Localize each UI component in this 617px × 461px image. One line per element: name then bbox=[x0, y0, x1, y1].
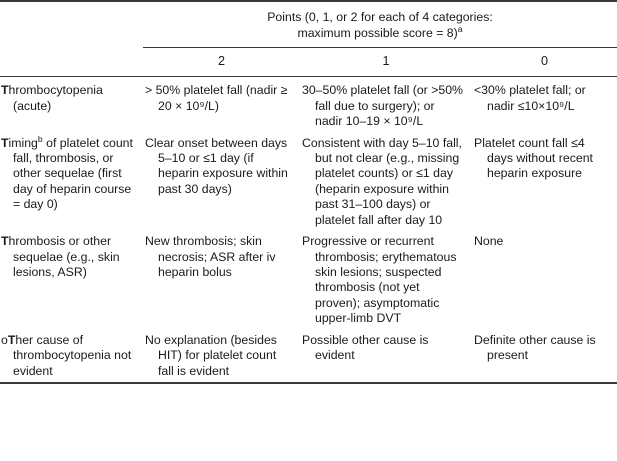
cell-points-2: New thrombosis; skin necrosis; ASR after… bbox=[145, 234, 276, 279]
cell-points-2: No explanation (besides HIT) for platele… bbox=[145, 332, 277, 378]
category-prefix: o bbox=[1, 332, 8, 347]
category-continuation: thrombocytopenia not evident bbox=[13, 348, 132, 378]
category-continuation: of platelet count fall, thrombosis, or o… bbox=[13, 135, 133, 212]
category-initial-letter: T bbox=[1, 83, 9, 98]
cell-points-1: Consistent with day 5–10 fall, but not c… bbox=[302, 135, 462, 227]
column-header-blank bbox=[0, 48, 143, 77]
row-category-timing: Timingb of platelet count fall, thrombos… bbox=[0, 133, 143, 232]
four-ts-scoring-table: Points (0, 1, or 2 for each of 4 categor… bbox=[0, 0, 617, 385]
cell-points-0: Platelet count fall ≤4 days without rece… bbox=[474, 135, 593, 181]
header-blank-cell bbox=[0, 2, 143, 45]
row-category-other-cause: oTher cause of thrombocytopenia not evid… bbox=[0, 330, 143, 383]
table-body: Thrombocytopenia(acute) > 50% platelet f… bbox=[0, 77, 617, 385]
column-header-points-2: 2 bbox=[217, 53, 225, 68]
category-rest: hrombosis or bbox=[8, 234, 80, 249]
cell-points-0: Definite other cause is present bbox=[474, 332, 596, 363]
category-continuation: (acute) bbox=[13, 98, 52, 113]
table-row: oTher cause of thrombocytopenia not evid… bbox=[0, 330, 617, 383]
points-header-line2: maximum possible score = 8)a bbox=[297, 23, 463, 40]
cell-points-0: <30% platelet fall; or nadir ≤10×10⁹/L bbox=[474, 83, 586, 113]
table-row: Thrombosis or other sequelae (e.g., skin… bbox=[0, 231, 617, 330]
points-group-header: Points (0, 1, or 2 for each of 4 categor… bbox=[143, 2, 617, 45]
table-row: Thrombocytopenia(acute) > 50% platelet f… bbox=[0, 77, 617, 132]
rule-bottom bbox=[0, 381, 617, 385]
table-header: Points (0, 1, or 2 for each of 4 categor… bbox=[0, 0, 617, 78]
cell-points-1: 30–50% platelet fall (or >50% fall due t… bbox=[302, 83, 463, 129]
column-header-points-0: 0 bbox=[540, 53, 548, 68]
column-header-row: 2 1 0 bbox=[0, 48, 617, 77]
cell-points-1: Progressive or recurrent thrombosis; ery… bbox=[302, 234, 457, 326]
points-group-rule-row bbox=[0, 45, 617, 48]
category-initial-letter: T bbox=[1, 234, 9, 249]
cell-points-0: None bbox=[474, 234, 504, 249]
table-row: Timingb of platelet count fall, thrombos… bbox=[0, 133, 617, 232]
category-rest: hrombocytopenia bbox=[8, 83, 103, 98]
points-group-rule-cell bbox=[143, 45, 617, 48]
cell-points-1: Possible other cause is evident bbox=[302, 332, 429, 363]
category-initial-letter: T bbox=[7, 332, 16, 347]
category-rest: iming bbox=[8, 135, 38, 150]
points-group-header-row: Points (0, 1, or 2 for each of 4 categor… bbox=[0, 2, 617, 45]
rule-header-body-separator bbox=[0, 76, 617, 78]
row-category-thrombosis: Thrombosis or other sequelae (e.g., skin… bbox=[0, 231, 143, 330]
points-header-line1: Points (0, 1, or 2 for each of 4 categor… bbox=[267, 10, 493, 24]
row-category-thrombocytopenia: Thrombocytopenia(acute) bbox=[0, 77, 143, 132]
footnote-marker-a: a bbox=[457, 23, 463, 34]
cell-points-2: > 50% platelet fall (nadir ≥ 20 × 10⁹/L) bbox=[145, 83, 288, 113]
footnote-marker-b: b bbox=[37, 133, 43, 144]
category-initial-letter: T bbox=[1, 135, 9, 150]
points-group-rule bbox=[143, 46, 617, 48]
cell-points-2: Clear onset between days 5–10 or ≤1 day … bbox=[145, 135, 288, 196]
category-rest: her cause of bbox=[15, 332, 84, 347]
column-header-points-1: 1 bbox=[382, 53, 390, 68]
category-continuation: other sequelae (e.g., skin lesions, ASR) bbox=[13, 234, 120, 279]
